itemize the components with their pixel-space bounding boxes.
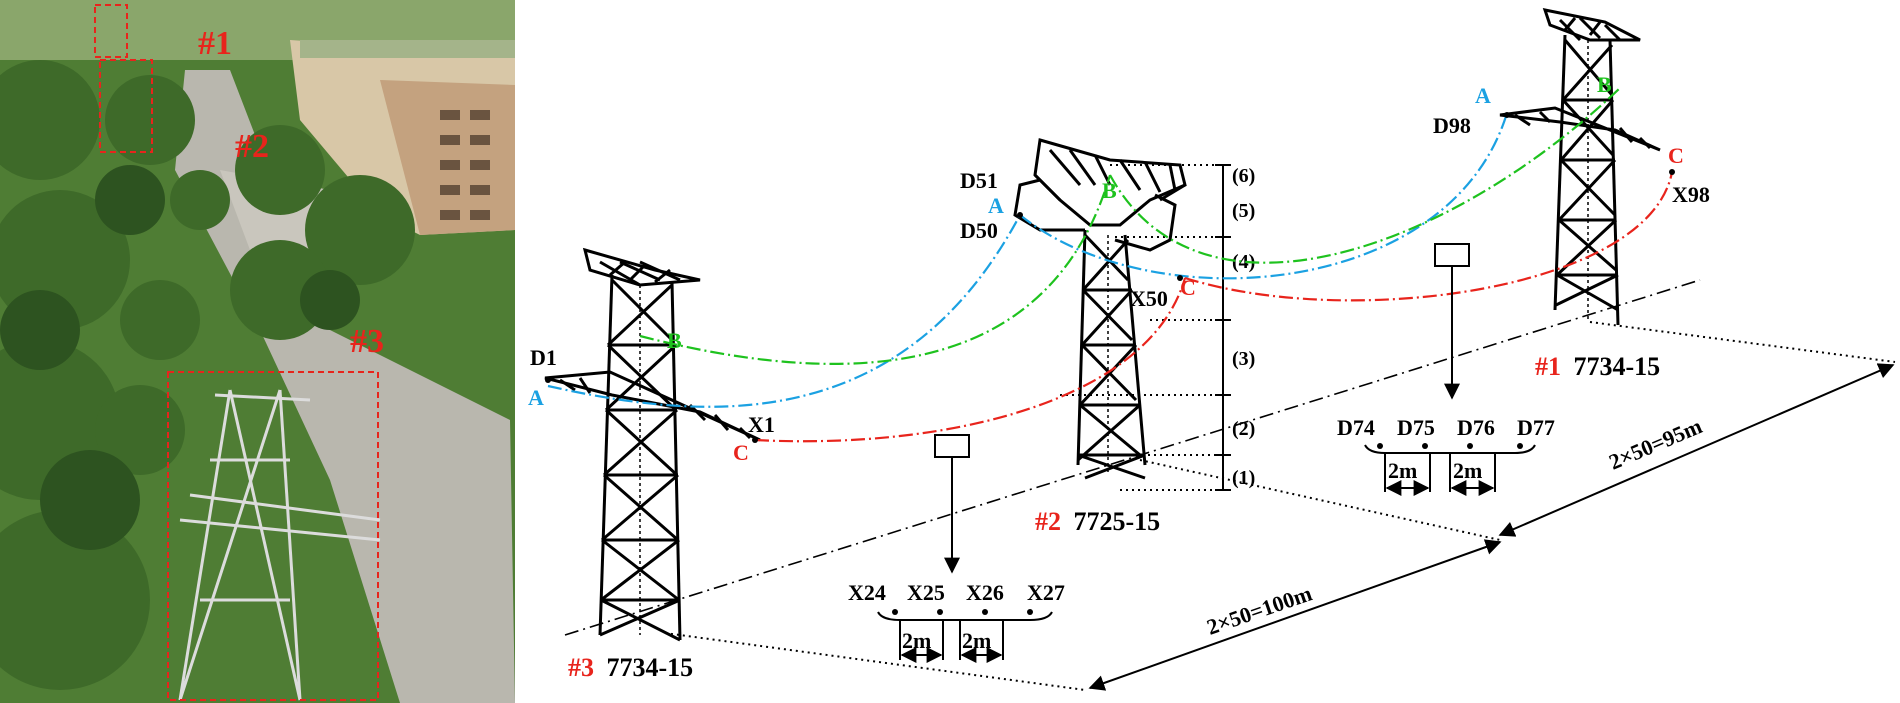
phase-c-label-t1: C <box>1668 143 1684 168</box>
upper-point-label: D75 <box>1397 415 1435 440</box>
phase-a-conductor-2 <box>1019 112 1509 280</box>
tower-3-caption: #3 7734-15 <box>568 653 693 682</box>
upper-point-label: D77 <box>1517 415 1555 440</box>
ground-spacing-label: 2m <box>902 628 931 653</box>
phase-b-label-t3: B <box>667 328 682 353</box>
ground-point-label: X26 <box>966 580 1004 605</box>
point-d1-label: D1 <box>530 345 557 370</box>
upper-point-label: D74 <box>1337 415 1375 440</box>
level-4-label: (4) <box>1232 251 1255 273</box>
measurement-box-upper <box>1434 243 1470 267</box>
photo-marker-1: #1 <box>198 25 232 62</box>
tower-1-number: #1 <box>1535 352 1561 381</box>
phase-c-conductor-1 <box>754 277 1187 443</box>
upper-spacing-label: 2m <box>1453 458 1482 483</box>
point-x98-label: X98 <box>1672 182 1710 207</box>
point-d98-label: D98 <box>1433 113 1471 138</box>
aerial-photo: #1 #2 #3 <box>0 0 515 703</box>
upper-spacing-label: 2m <box>1388 458 1417 483</box>
tower-3-code: 7734-15 <box>607 653 694 682</box>
tower-3-number: #3 <box>568 653 594 682</box>
phase-c-label-t2: C <box>1180 275 1196 300</box>
upper-point-label: D76 <box>1457 415 1495 440</box>
level-6-label: (6) <box>1232 165 1255 187</box>
photo-marker-2: #2 <box>235 128 269 165</box>
tower-2-code: 7725-15 <box>1074 507 1161 536</box>
tower-1-code: 7734-15 <box>1574 352 1661 381</box>
ground-point-label: X25 <box>907 580 945 605</box>
ground-measuring-row <box>877 611 1053 663</box>
point-x1-label: X1 <box>748 412 775 437</box>
measurement-box-ground <box>934 434 970 458</box>
tower-3 <box>544 247 761 642</box>
tower-2-number: #2 <box>1035 507 1061 536</box>
span-100m-arrow <box>1088 539 1502 691</box>
tower-1 <box>1499 8 1661 326</box>
level-dimension <box>1215 164 1231 491</box>
level-5-label: (5) <box>1232 200 1255 222</box>
span-95m-label: 2×50=95m <box>1605 413 1705 474</box>
phase-a-label-t1: A <box>1475 83 1491 108</box>
point-d50-label: D50 <box>960 218 998 243</box>
phase-b-label-t2: B <box>1102 178 1117 203</box>
photo-marker-3: #3 <box>350 323 384 360</box>
phase-b-label-t1: B <box>1597 72 1612 97</box>
level-3-label: (3) <box>1232 348 1255 370</box>
span-100m-label: 2×50=100m <box>1203 580 1315 639</box>
phase-b-conductor-1 <box>639 174 1112 365</box>
phase-a-label-t2: A <box>988 193 1004 218</box>
tower-2-caption: #2 7725-15 <box>1035 507 1160 536</box>
level-1-label: (1) <box>1232 467 1255 489</box>
level-2-label: (2) <box>1232 418 1255 440</box>
phase-c-conductor-2 <box>1184 171 1674 302</box>
span-95m-arrow <box>1498 363 1895 537</box>
tower-1-caption: #1 7734-15 <box>1535 352 1660 381</box>
ground-point-label: X24 <box>848 580 886 605</box>
phase-a-conductor-1 <box>547 214 1021 408</box>
ground-point-label: X27 <box>1027 580 1065 605</box>
phase-a-label-t3: A <box>528 385 544 410</box>
point-x50-label: X50 <box>1130 286 1168 311</box>
ground-axis-line <box>564 279 1701 636</box>
phase-b-conductor-2 <box>1109 87 1621 264</box>
point-d51-label: D51 <box>960 168 998 193</box>
phase-c-label-t3: C <box>733 440 749 465</box>
ground-spacing-label: 2m <box>962 628 991 653</box>
